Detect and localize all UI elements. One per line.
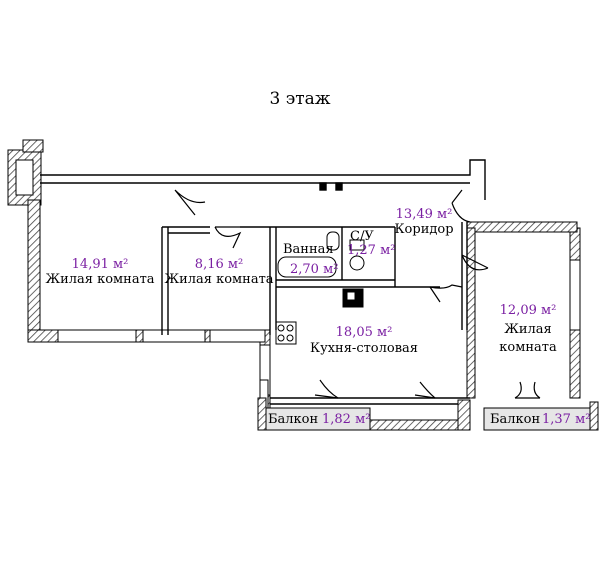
windows	[57, 259, 581, 411]
room-area-corridor: 13,49 м²	[395, 207, 453, 222]
room-area-living1: 14,91 м²	[71, 257, 129, 272]
balconies	[257, 397, 599, 431]
fixtures	[275, 231, 365, 345]
room-area-living2: 8,16 м²	[194, 257, 244, 272]
room-area-bath: 2,70 м²	[290, 262, 339, 277]
room-area-kitchen: 18,05 м²	[335, 325, 393, 340]
balcony1-name: Балкон	[268, 412, 319, 427]
doors	[174, 189, 541, 399]
room-area-wc: 1,27 м²	[347, 243, 396, 258]
room-name-corridor: Коридор	[394, 222, 454, 237]
room-area-living3: 12,09 м²	[499, 303, 557, 318]
floor-title: 3 этаж	[269, 89, 331, 109]
room-name-living2: Жилая комната	[164, 272, 274, 287]
room-name-bath: Ванная	[283, 242, 334, 257]
room-name-kitchen: Кухня-столовая	[310, 341, 418, 356]
balcony2-name: Балкон	[490, 412, 541, 427]
balcony2-area: 1,37 м²	[542, 412, 591, 427]
room-name-living1: Жилая комната	[45, 272, 155, 287]
room-name-living3-line1: Жилая	[504, 322, 552, 337]
balcony1-area: 1,82 м²	[322, 412, 371, 427]
room-name-living3-line2: комната	[499, 340, 557, 355]
interior-walls	[40, 159, 486, 405]
room-name-wc: С/У	[350, 229, 374, 244]
